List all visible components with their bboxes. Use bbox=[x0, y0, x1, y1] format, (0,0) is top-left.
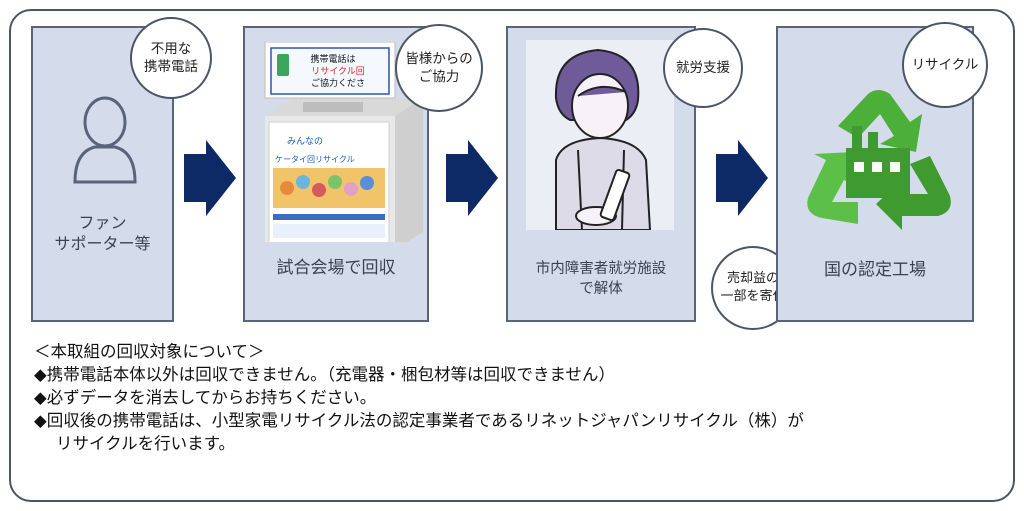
worker-illustration-icon bbox=[526, 40, 674, 230]
step-label-line: で解体 bbox=[579, 281, 623, 297]
note-item: ◆携帯電話本体以外は回収できません。（充電器・梱包材等は回収できません） bbox=[34, 365, 615, 384]
flow-arrow-icon bbox=[716, 140, 768, 216]
bubble-line: 皆様からの bbox=[405, 51, 473, 67]
flow-arrow-icon bbox=[184, 140, 236, 216]
step-label: 国の認定工場 bbox=[824, 260, 926, 280]
collection-box-icon: 携帯電話は リサイクル回 ご協力くださ みんなの ケータイ回リサイクル bbox=[264, 42, 423, 242]
speech-bubble-cooperation: 皆様からのご協力 bbox=[395, 24, 483, 112]
step-label: 試合会場で回収 bbox=[276, 258, 396, 278]
bubble-line: 携帯電話 bbox=[144, 59, 198, 75]
note-item-continuation: リサイクルを行います。 bbox=[56, 434, 236, 453]
poster-title-small: みんなの bbox=[287, 136, 323, 147]
step-label-line: ファン bbox=[78, 213, 127, 232]
poster-line: リサイクル回 bbox=[311, 66, 365, 77]
speech-bubble-employment-support: 就労支援 bbox=[663, 28, 743, 108]
note-item: ◆必ずデータを消去してからお持ちください。 bbox=[34, 388, 377, 407]
step-label-line: サポーター等 bbox=[54, 234, 151, 253]
person-silhouette-icon bbox=[73, 96, 137, 184]
note-item: ◆回収後の携帯電話は、小型家電リサイクル法の認定事業者であるリネットジャパンリサ… bbox=[34, 411, 804, 430]
poster-title: ケータイ回リサイクル bbox=[275, 155, 355, 164]
step-panel-certified-factory: 国の認定工場 bbox=[776, 26, 974, 322]
poster-line: 携帯電話は bbox=[310, 53, 355, 65]
poster-line: ご協力くださ bbox=[311, 77, 365, 89]
step-label-line: 市内障害者就労施設 bbox=[535, 261, 667, 277]
flow-arrow-icon bbox=[446, 140, 498, 216]
bubble-line: リサイクル bbox=[911, 57, 979, 73]
bubble-line: ご協力 bbox=[418, 69, 460, 85]
bubble-line: 売却益の bbox=[726, 271, 779, 286]
bubble-line: 不用な bbox=[150, 41, 192, 57]
speech-bubble-unused-phone: 不用な携帯電話 bbox=[130, 17, 212, 99]
bubble-line: 就労支援 bbox=[676, 60, 730, 76]
notes-section: ＜本取組の回収対象について＞ ◆携帯電話本体以外は回収できません。（充電器・梱包… bbox=[34, 340, 804, 455]
speech-bubble-recycle: リサイクル bbox=[902, 22, 988, 108]
bubble-line: 一部を寄付 bbox=[720, 289, 786, 304]
recycle-factory-icon bbox=[807, 90, 951, 230]
notes-heading: ＜本取組の回収対象について＞ bbox=[34, 342, 265, 361]
